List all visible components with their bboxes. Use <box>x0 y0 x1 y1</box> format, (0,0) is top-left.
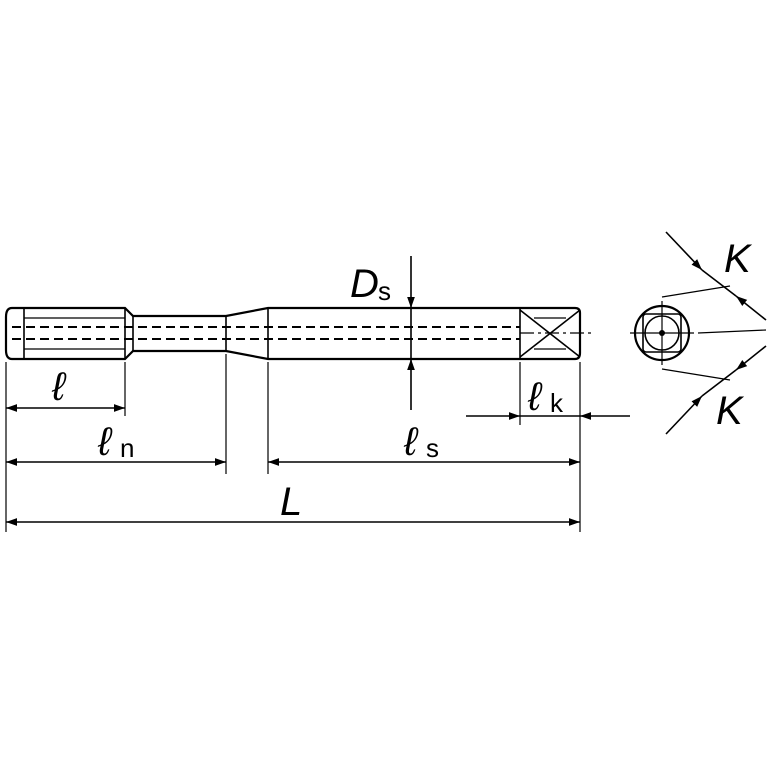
svg-text:ℓ: ℓ <box>97 420 113 464</box>
svg-text:s: s <box>378 276 391 306</box>
svg-text:k: k <box>550 388 564 418</box>
label-ln: ℓ n <box>97 420 134 464</box>
svg-text:K: K <box>724 237 753 281</box>
dimension-K <box>661 231 767 435</box>
svg-text:ℓ: ℓ <box>403 420 419 464</box>
label-ls: ℓ s <box>403 420 439 464</box>
label-l: ℓ <box>51 365 67 409</box>
svg-text:s: s <box>426 433 439 463</box>
extension-lines <box>5 354 581 532</box>
label-lk: ℓ k <box>527 375 564 419</box>
svg-text:ℓ: ℓ <box>51 365 67 409</box>
label-Ds: D s <box>350 262 391 306</box>
svg-text:ℓ: ℓ <box>527 375 543 419</box>
svg-text:n: n <box>120 433 134 463</box>
svg-text:L: L <box>280 480 302 524</box>
tap-end-view <box>630 301 694 365</box>
end-view-center-dot <box>659 330 665 336</box>
tap-outline <box>4 306 582 361</box>
label-K-top: K <box>724 237 753 281</box>
label-K-bottom: K <box>716 389 745 433</box>
tap-side-view <box>4 306 592 361</box>
square-cross-b <box>519 309 581 358</box>
svg-text:K: K <box>716 389 745 433</box>
label-L: L <box>280 480 302 524</box>
svg-text:D: D <box>350 262 379 306</box>
